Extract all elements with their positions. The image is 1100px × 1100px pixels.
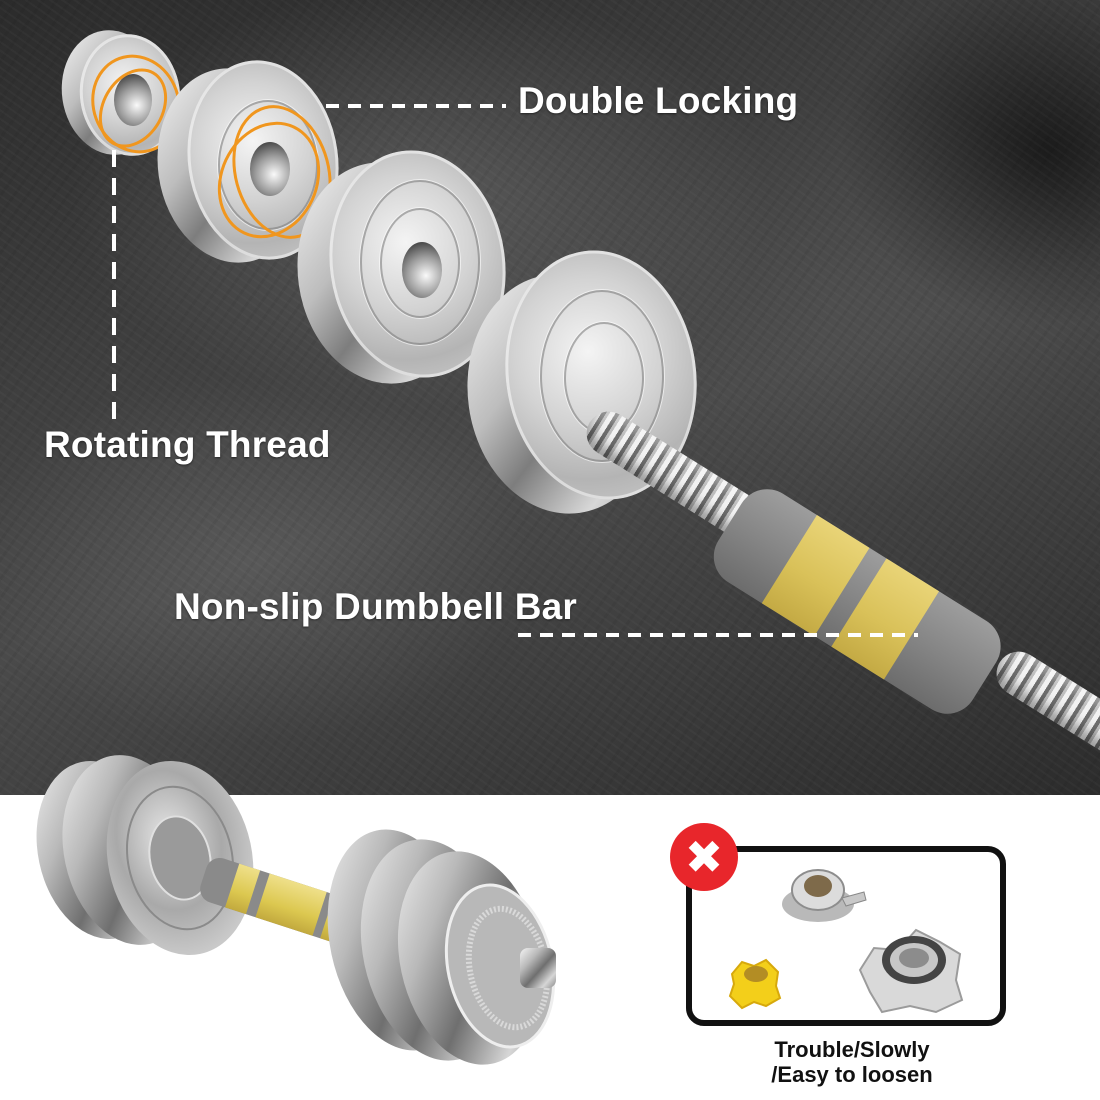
label-double-locking: Double Locking [518,80,799,121]
caption-line-1: Trouble/Slowly [774,1037,930,1062]
yellow-spin-lock-nut-image [728,958,782,1010]
label-rotating-thread: Rotating Thread [44,424,331,465]
weight-plate [283,138,521,396]
chrome-star-collar-image [858,928,964,1014]
callout-line-double-locking [326,104,506,108]
spring-wing-collar-image [782,869,867,922]
callout-line-non-slip-bar [518,633,918,637]
assembled-dumbbell-image [36,755,556,1065]
competitor-collars-box [686,846,1006,1026]
caption-line-2: /Easy to loosen [771,1062,933,1087]
callout-line-rotating-thread [112,150,116,420]
x-mark-icon: ✖ [670,823,738,891]
label-non-slip-bar: Non-slip Dumbbell Bar [174,586,577,627]
locking-nut-large [145,50,352,273]
locking-nut-small [53,23,195,167]
